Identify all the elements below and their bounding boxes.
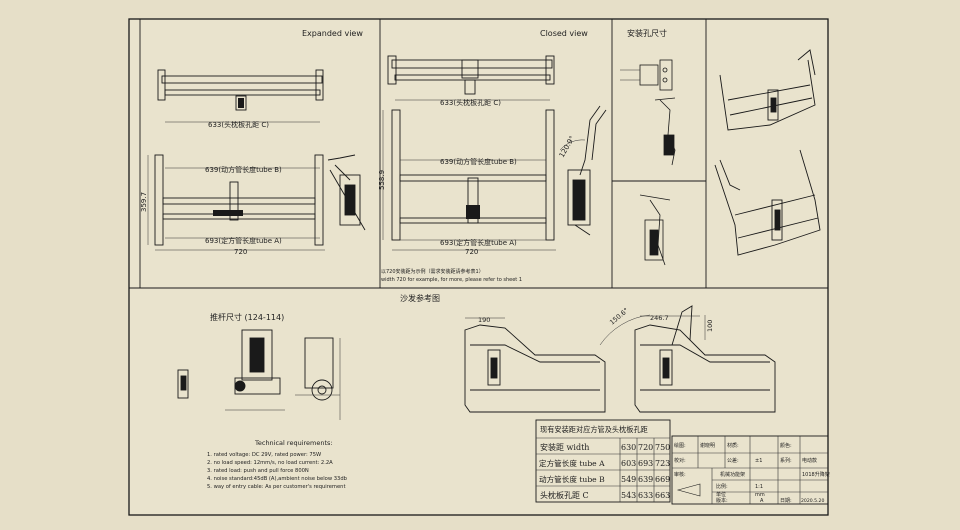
spec-row-1-720: 720 (638, 443, 653, 452)
push-rod-title: 推杆尺寸 (124-114) (210, 312, 284, 322)
tb-tolerance-label: 公差: (727, 457, 739, 464)
push-rod-drawing (177, 329, 341, 420)
spec-row-2-label: 定方管长度 tube A (539, 458, 605, 468)
tb-series-value: 电动款 (802, 457, 817, 464)
closed-note-en: width 720 for example, for more, please … (381, 277, 522, 283)
tb-product: 机械功能架 (720, 471, 745, 478)
tb-scale-label: 比例: (716, 483, 728, 490)
title-block: 绘图: 谢晓明 材质: 颜色: 校对: 公差: ±1 系列: 电动款 审核: 机… (671, 435, 830, 505)
tech-title: Technical requirements: (254, 439, 333, 447)
sofa-left (464, 317, 606, 413)
sofa-right (599, 305, 776, 413)
tech-line-4: 4. noise standard:45dB (A),ambient noise… (207, 476, 348, 482)
spec-row-4-543: 543 (621, 491, 636, 500)
sofa-dim-100: 100 (706, 320, 714, 332)
expanded-front-frame: 639(动方管长度tube B) 693(定方管长度tube A) 720 35… (140, 154, 325, 256)
spec-table-title: 现有安装距对应方管及头枕板孔距 (540, 425, 648, 434)
expanded-view-title: Expanded view (302, 29, 363, 38)
tb-unit-value: mm (755, 492, 765, 498)
spec-row-4-633: 633 (638, 491, 653, 500)
closed-dim-633: 633(头枕板孔距 C) (440, 98, 501, 107)
tb-review-label: 审核: (674, 471, 686, 478)
spec-row-2-693: 693 (638, 459, 653, 468)
expanded-dim-720: 720 (234, 248, 247, 256)
panel-dividers (129, 19, 828, 289)
iso-view-top (719, 49, 816, 131)
spec-row-1-label: 安装距 width (540, 442, 589, 452)
spec-row-4-label: 头枕板孔距 C (540, 490, 589, 500)
tb-code: 1018升降架 (802, 471, 830, 478)
tb-material-label: 材质: (727, 442, 739, 449)
tb-date-value: 2020.5.20 (801, 498, 824, 504)
projection-symbol (676, 483, 701, 497)
closed-note-cn: 以720安装距为示例（需求安装距请参考表1） (381, 268, 484, 275)
expanded-side-mechanism (327, 154, 366, 231)
tb-date-label: 日期: (780, 498, 792, 504)
expanded-top-frame: 633(头枕板孔距 C) (157, 69, 324, 129)
spec-row-1-630: 630 (621, 443, 636, 452)
mount-hole-title: 安装孔尺寸 (627, 28, 667, 38)
tb-tolerance-value: ±1 (755, 458, 762, 464)
spec-row-1-750: 750 (655, 443, 670, 452)
sofa-dim-246: 246.7 (650, 314, 669, 322)
tb-check-label: 校对: (674, 457, 686, 464)
tb-series-label: 系列: (780, 457, 792, 464)
closed-dim-693: 693(定方管长度tube A) (440, 238, 517, 247)
closed-front-frame: 639(动方管长度tube B) 693(定方管长度tube A) 720 55… (378, 109, 556, 256)
iso-view-bottom (714, 149, 821, 256)
spec-row-3-639: 639 (638, 475, 653, 484)
sofa-ref-title: 沙发参考图 (400, 293, 440, 303)
tb-version-label: 版本: (716, 497, 728, 504)
closed-dim-639: 639(动方管长度tube B) (440, 157, 517, 166)
spec-row-3-669: 669 (655, 475, 670, 484)
tech-line-3: 3. rated load: push and pull force 800N (207, 468, 309, 474)
tb-unit-label: 单位 (716, 491, 726, 498)
spec-table: 现有安装距对应方管及头枕板孔距 安装距 width 630 720 750 定方… (535, 419, 671, 503)
sofa-dim-190: 190 (478, 316, 490, 324)
tb-color-label: 颜色: (780, 442, 792, 449)
tech-line-1: 1. rated voltage: DC 29V, rated power: 7… (207, 452, 321, 458)
mount-hole-detail (620, 59, 676, 166)
spec-row-4-663: 663 (655, 491, 670, 500)
expanded-dim-359: 359.7 (140, 192, 148, 212)
expanded-dim-639: 639(动方管长度tube B) (205, 165, 282, 174)
closed-dim-720: 720 (465, 248, 478, 256)
closed-side-mechanism (559, 105, 607, 236)
lower-mid-detail (639, 194, 671, 266)
tb-drawn-value: 谢晓明 (700, 442, 715, 449)
tech-line-2: 2. no load speed: 12mm/s, no load curren… (207, 460, 333, 466)
spec-row-3-label: 动方管长度 tube B (539, 474, 605, 484)
drawing-border (128, 18, 829, 516)
tb-drawn-label: 绘图: (674, 442, 686, 449)
closed-dim-558: 558.9 (378, 170, 386, 190)
closed-view-title: Closed view (540, 29, 588, 38)
tb-version-value: A (760, 498, 764, 504)
expanded-dim-633: 633(头枕板孔距 C) (208, 120, 269, 129)
closed-top-frame: 633(头枕板孔距 C) (387, 55, 555, 107)
tb-scale-value: 1:1 (755, 484, 763, 490)
tech-line-5: 5. way of entry cable: As per customer's… (207, 484, 346, 490)
expanded-dim-693: 693(定方管长度tube A) (205, 236, 282, 245)
spec-row-2-723: 723 (655, 459, 670, 468)
spec-row-2-603: 603 (621, 459, 636, 468)
spec-row-3-549: 549 (621, 475, 636, 484)
